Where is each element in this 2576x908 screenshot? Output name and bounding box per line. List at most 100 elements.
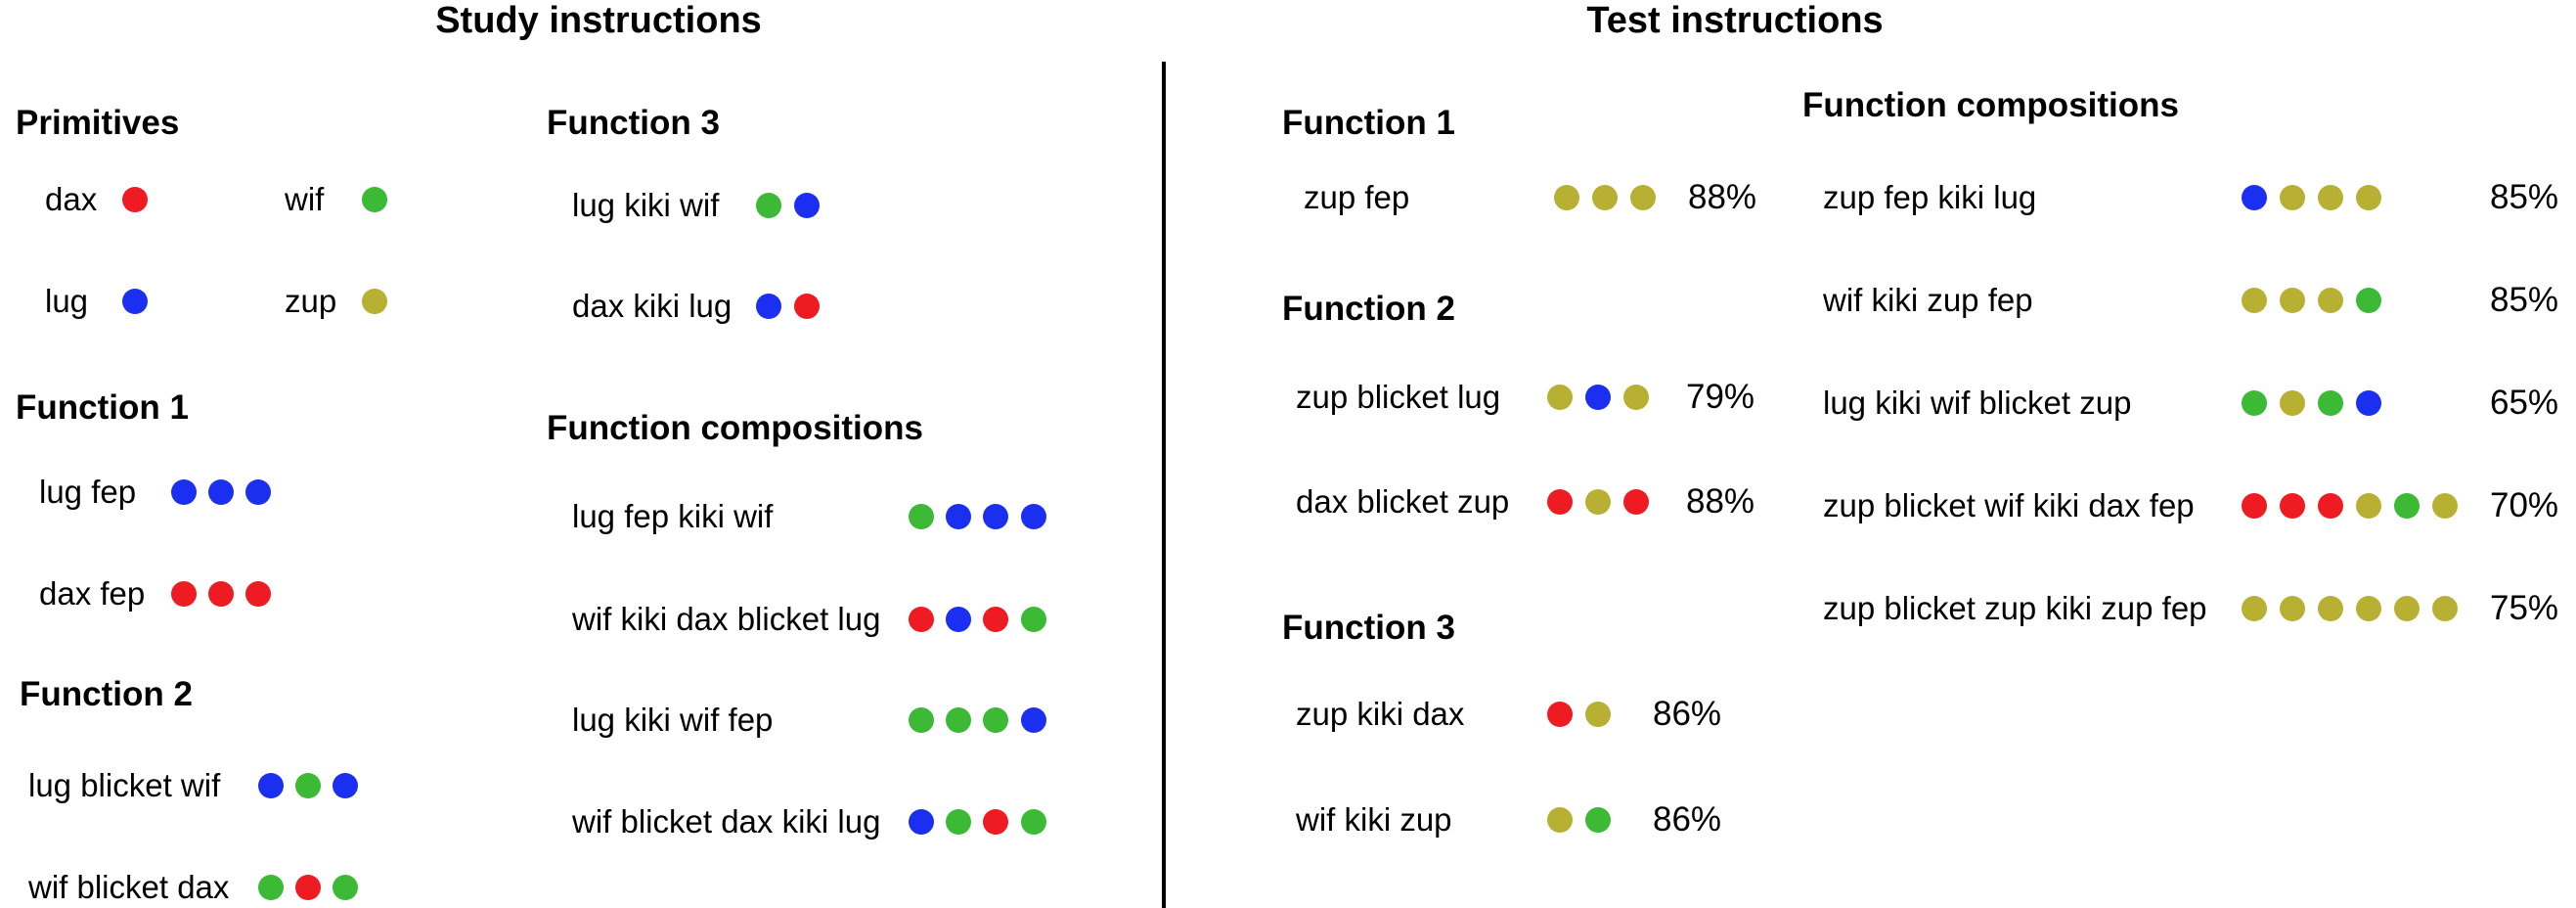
yellow-dot [1547,807,1573,833]
test-function-2-heading: Function 2 [1282,290,1455,328]
red-dot [171,581,197,607]
yellow-dot [2242,288,2267,313]
blue-dot [983,504,1008,529]
red-dot [2242,493,2267,519]
green-dot [946,809,971,835]
study-primitives-expression: dax [45,180,98,217]
red-dot [295,875,321,900]
blue-dot [946,504,971,529]
study-function-compositions-expression: lug fep kiki wif [572,497,774,534]
yellow-dot [1630,185,1656,210]
green-dot [2318,390,2343,416]
green-dot [1021,809,1046,835]
green-dot [983,707,1008,733]
red-dot [2318,493,2343,519]
red-dot [794,294,820,319]
test-function-compositions-accuracy: 75% [2490,588,2559,627]
test-function-compositions-expression: zup fep kiki lug [1823,178,2037,215]
test-function-3-accuracy: 86% [1653,799,1722,839]
test-function-3-expression: wif kiki zup [1296,800,1452,838]
blue-dot [756,294,781,319]
green-dot [946,707,971,733]
yellow-dot [1554,185,1579,210]
yellow-dot [2432,596,2458,621]
blue-dot [171,479,197,505]
test-function-1-heading: Function 1 [1282,104,1455,142]
blue-dot [1585,385,1611,410]
study-function-compositions-heading: Function compositions [547,409,923,447]
red-dot [983,809,1008,835]
yellow-dot [2356,596,2381,621]
red-dot [122,187,148,212]
test-function-compositions-expression: zup blicket wif kiki dax fep [1823,486,2195,523]
test-function-2-accuracy: 79% [1686,377,1755,416]
study-function-compositions-expression: lug kiki wif fep [572,701,774,738]
yellow-dot [1547,385,1573,410]
yellow-dot [2318,596,2343,621]
study-function-2-expression: wif blicket dax [28,868,230,905]
green-dot [2242,390,2267,416]
red-dot [245,581,271,607]
blue-dot [794,193,820,218]
blue-dot [245,479,271,505]
yellow-dot [2432,493,2458,519]
yellow-dot [362,289,387,314]
green-dot [1585,807,1611,833]
yellow-dot [1592,185,1618,210]
test-function-compositions-expression: wif kiki zup fep [1823,281,2033,318]
test-instructions-title: Test instructions [1586,0,1884,41]
study-primitives-expression: wif [285,180,325,217]
study-function-3-expression: dax kiki lug [572,287,733,324]
blue-dot [2356,390,2381,416]
yellow-dot [2280,288,2305,313]
study-function-3-heading: Function 3 [547,104,720,142]
test-function-compositions-accuracy: 70% [2490,485,2559,524]
study-function-1-expression: lug fep [39,473,137,510]
blue-dot [208,479,234,505]
yellow-dot [1585,489,1611,515]
yellow-dot [1585,702,1611,727]
red-dot [1547,702,1573,727]
green-dot [295,773,321,798]
test-function-1-accuracy: 88% [1688,177,1757,216]
yellow-dot [2280,390,2305,416]
test-function-compositions-accuracy: 85% [2490,177,2559,216]
green-dot [258,875,284,900]
yellow-dot [2280,596,2305,621]
yellow-dot [2318,185,2343,210]
test-function-2-expression: zup blicket lug [1296,378,1501,415]
test-function-compositions-accuracy: 85% [2490,280,2559,319]
test-function-compositions-expression: lug kiki wif blicket zup [1823,384,2132,421]
blue-dot [1021,504,1046,529]
study-function-compositions-expression: wif blicket dax kiki lug [572,802,881,840]
blue-dot [122,289,148,314]
study-primitives-expression: zup [285,282,337,319]
study-function-2-expression: lug blicket wif [28,766,221,803]
test-function-compositions-expression: zup blicket zup kiki zup fep [1823,589,2207,626]
study-function-2-heading: Function 2 [20,675,193,713]
blue-dot [2242,185,2267,210]
study-instructions-title: Study instructions [435,0,762,41]
study-primitives-expression: lug [45,282,89,319]
blue-dot [909,809,934,835]
green-dot [756,193,781,218]
yellow-dot [2356,493,2381,519]
test-function-2-expression: dax blicket zup [1296,482,1510,520]
green-dot [2356,288,2381,313]
red-dot [208,581,234,607]
red-dot [909,607,934,632]
blue-dot [333,773,358,798]
test-function-3-heading: Function 3 [1282,609,1455,647]
red-dot [1547,489,1573,515]
test-function-2-accuracy: 88% [1686,481,1755,521]
test-function-compositions-accuracy: 65% [2490,383,2559,422]
green-dot [909,707,934,733]
green-dot [333,875,358,900]
red-dot [2280,493,2305,519]
study-primitives-heading: Primitives [16,104,180,142]
green-dot [1021,607,1046,632]
red-dot [983,607,1008,632]
study-function-compositions-expression: wif kiki dax blicket lug [572,600,881,637]
yellow-dot [2394,596,2420,621]
yellow-dot [2280,185,2305,210]
